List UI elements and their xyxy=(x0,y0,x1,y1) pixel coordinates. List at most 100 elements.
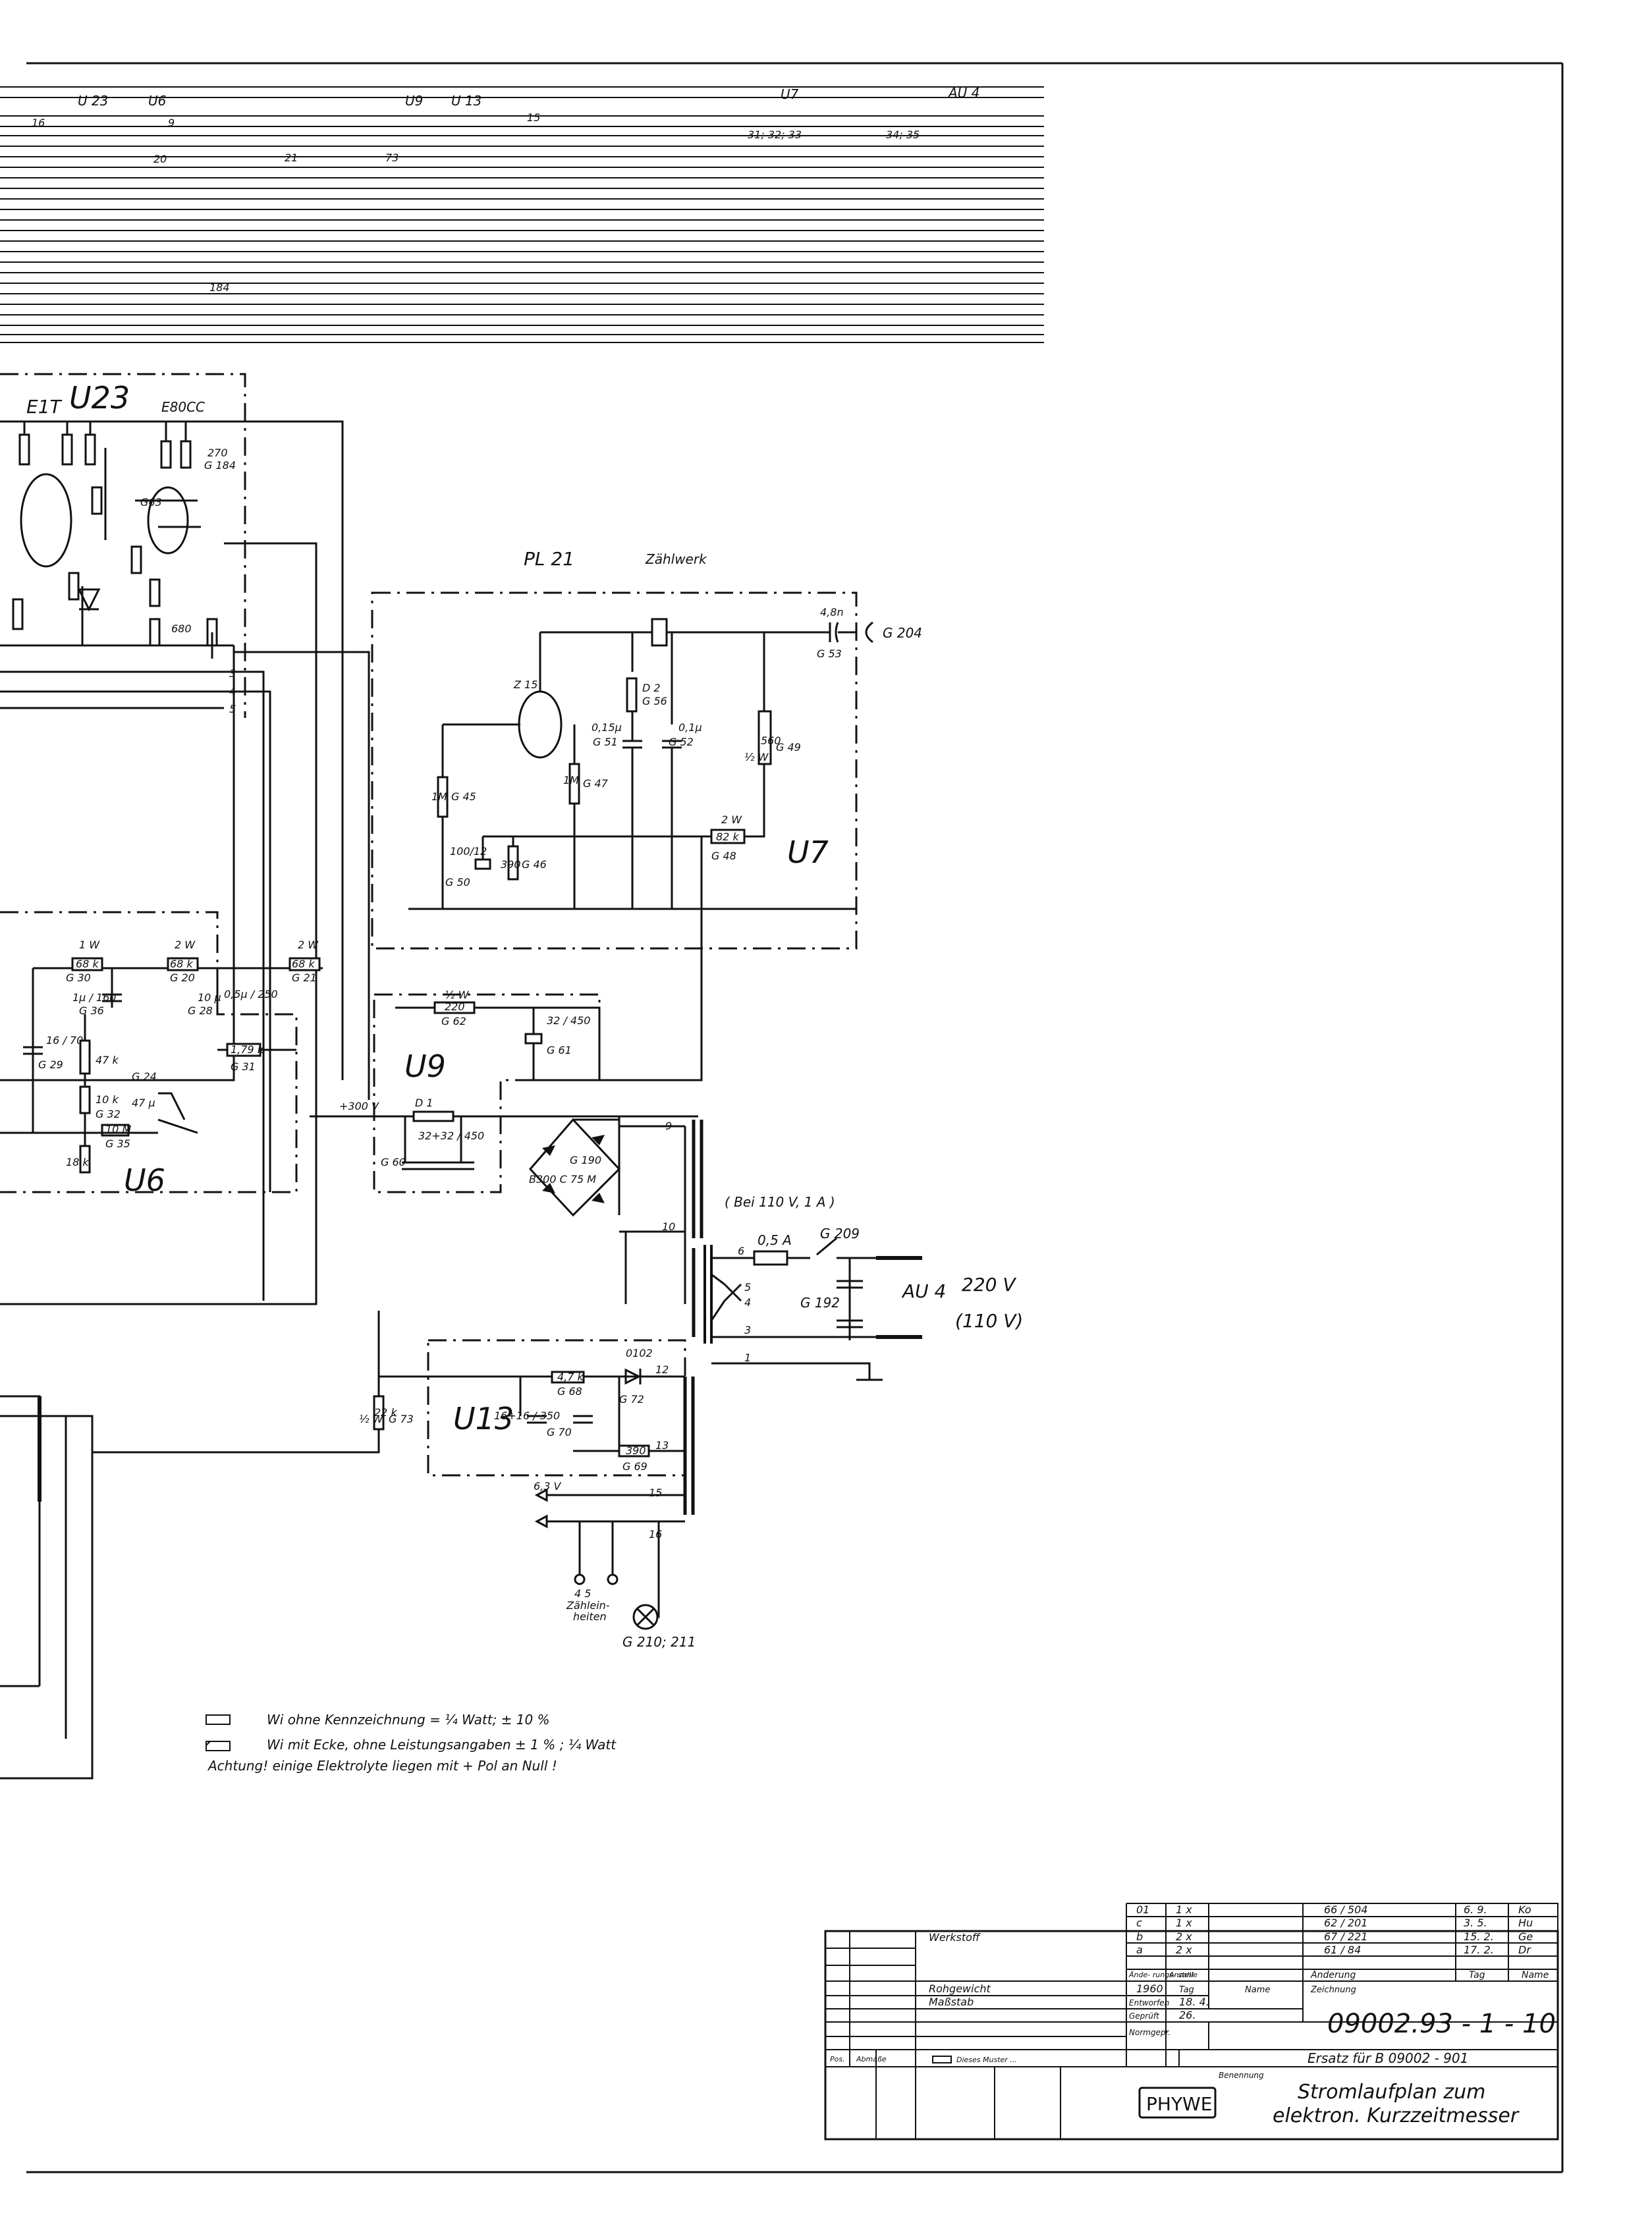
r-g21-power: 2 W xyxy=(298,939,319,951)
v63-label: 6,3 V xyxy=(534,1480,562,1492)
bus-number: 16 xyxy=(32,117,45,129)
tube-e1t-label: E1T xyxy=(26,396,63,418)
gepruft-label: Geprüft xyxy=(1129,2011,1160,2021)
unit-u7-label: U7 xyxy=(787,834,829,870)
benennung-label: Benennung xyxy=(1219,2071,1264,2080)
c-g24-label: G 24 xyxy=(132,1070,157,1083)
rectifier-label: B300 C 75 M xyxy=(529,1173,596,1186)
filament-supply: 6,3 V 15 16 4 5 Zählein- heiten G 210; 2… xyxy=(534,1480,696,1650)
module-u13: U13 16+16 / 350 G 70 4,7 k G 68 0102 G 7… xyxy=(92,1311,686,1477)
drawing-title-1: Stromlaufplan zum xyxy=(1298,2081,1485,2104)
r-g48-power: 2 W xyxy=(721,813,742,826)
diode-0102: 0102 xyxy=(626,1347,653,1359)
r-g68-label: G 68 xyxy=(557,1385,582,1398)
tube-e1t xyxy=(20,473,72,568)
output-g204: G 204 xyxy=(883,625,922,641)
bus-number: 21 xyxy=(285,151,298,164)
bus-label-u6: U6 xyxy=(148,93,166,109)
counter-label-1: Zählein- xyxy=(566,1599,610,1612)
legend-line-1: Wi ohne Kennzeichnung = ¼ Watt; ± 10 % xyxy=(267,1712,550,1728)
change-name: Hu xyxy=(1518,1917,1533,1929)
r-g49-value: 560 xyxy=(761,734,781,747)
hdr-count: Anzahl xyxy=(1169,1971,1194,1979)
change-letter: c xyxy=(1136,1917,1142,1929)
relay-coil xyxy=(651,618,668,647)
r-g69-label: G 69 xyxy=(622,1460,647,1473)
r-g47-value: 1M xyxy=(563,774,579,786)
entworfen-label: Entworfen xyxy=(1129,1998,1169,2007)
change-count: 1 x xyxy=(1176,1917,1192,1929)
r-g48-value: 82 k xyxy=(716,831,739,843)
bus-label-au4: AU 4 xyxy=(947,85,979,101)
d2-label: D 2 xyxy=(642,682,661,694)
change-name: Ge xyxy=(1518,1930,1533,1943)
tr-tap-12: 12 xyxy=(655,1363,669,1376)
c-g52-value: 0,1µ xyxy=(678,721,702,734)
phywe-logo-text: PHYWE xyxy=(1146,2093,1212,2115)
bus-number: 184 xyxy=(209,281,230,294)
change-date: 3. 5. xyxy=(1464,1917,1487,1929)
bus-label-u7: U7 xyxy=(781,86,799,102)
counter-label-2: heiten xyxy=(573,1610,607,1623)
legend-line-3: Achtung! einige Elektrolyte liegen mit +… xyxy=(207,1758,557,1774)
g184-label: G 184 xyxy=(204,459,236,472)
g190-label: G 190 xyxy=(570,1154,601,1166)
change-letter: b xyxy=(1136,1930,1143,1943)
change-name: Ko xyxy=(1518,1903,1531,1916)
bus-label-u23: U 23 xyxy=(78,93,108,109)
ersatz-label: Ersatz für B 09002 - 901 xyxy=(1308,2050,1468,2066)
r-g20-label: G 20 xyxy=(170,971,195,984)
bus-number: 20 xyxy=(153,153,167,165)
r-g21-value: 68 k xyxy=(292,958,315,970)
legend-resistor-plain xyxy=(206,1714,231,1725)
module-u9-label: U9 xyxy=(404,1049,446,1084)
change-count: 1 x xyxy=(1176,1903,1192,1916)
c-g52-label: G 52 xyxy=(669,736,694,748)
c-g28-value: 10 µ xyxy=(198,991,221,1004)
tap-1: 1 xyxy=(744,1351,751,1364)
voltage-220: 220 V xyxy=(962,1274,1016,1296)
r-g45-value: 1M xyxy=(431,790,447,803)
c-g61-label: G 61 xyxy=(547,1044,572,1056)
pin-3: 3 xyxy=(229,667,236,680)
gepruft-date: 26. xyxy=(1179,2009,1196,2021)
massstab-label: Maßstab xyxy=(929,1996,974,2008)
c-g36-label: G 36 xyxy=(79,1004,104,1017)
c-g24-value: 47 µ xyxy=(132,1097,155,1109)
wiring-bus: U 23 U6 U9 U 13 U7 AU 4 16 9 15 31; 32; … xyxy=(0,85,1044,343)
r-g31-value: 1,79 k xyxy=(231,1043,264,1056)
hdr-change: Änderung xyxy=(1310,1969,1356,1980)
change-ref: 62 / 201 xyxy=(1324,1917,1367,1929)
r-g62-value: 220 xyxy=(445,1000,465,1013)
r-g73-value: 22 k xyxy=(374,1406,397,1419)
tap-4: 4 xyxy=(744,1296,751,1309)
g56-label: G 56 xyxy=(642,695,667,707)
footer-note: Dieses Muster ... xyxy=(956,2056,1017,2064)
r-g73-power: ½ W xyxy=(359,1413,384,1425)
change-letter: 01 xyxy=(1136,1903,1149,1916)
r-g48-label: G 48 xyxy=(711,850,736,862)
c-g51-value: 0,15µ xyxy=(592,721,622,734)
r-g34-value: 47 k xyxy=(96,1054,119,1066)
r-g30-label: G 30 xyxy=(66,971,91,984)
hdr-name: Name xyxy=(1522,1970,1549,1980)
pin-4: 4 xyxy=(229,685,236,697)
r-g32-label: G 32 xyxy=(96,1108,121,1120)
c-g61-value: 32 / 450 xyxy=(547,1014,590,1027)
tr-tap-15: 15 xyxy=(649,1487,662,1499)
r-g30-power: 1 W xyxy=(79,939,100,951)
tube-e80cc-label: E80CC xyxy=(161,399,205,415)
legend-line-2: Wi mit Ecke, ohne Leistungsangaben ± 1 %… xyxy=(267,1737,617,1753)
tr-tap-10: 10 xyxy=(662,1220,675,1233)
change-letter: a xyxy=(1136,1944,1143,1956)
abmasse-label: Abmaße xyxy=(856,2055,887,2063)
module-u6-label: U6 xyxy=(124,1162,165,1198)
au4-label: AU 4 xyxy=(901,1280,946,1302)
c-g28-label: G 28 xyxy=(188,1004,213,1017)
choke-d1-label: D 1 xyxy=(415,1097,433,1109)
rohgewicht-label: Rohgewicht xyxy=(929,1982,991,1995)
c-g60-value: 32+32 / 450 xyxy=(418,1130,484,1142)
